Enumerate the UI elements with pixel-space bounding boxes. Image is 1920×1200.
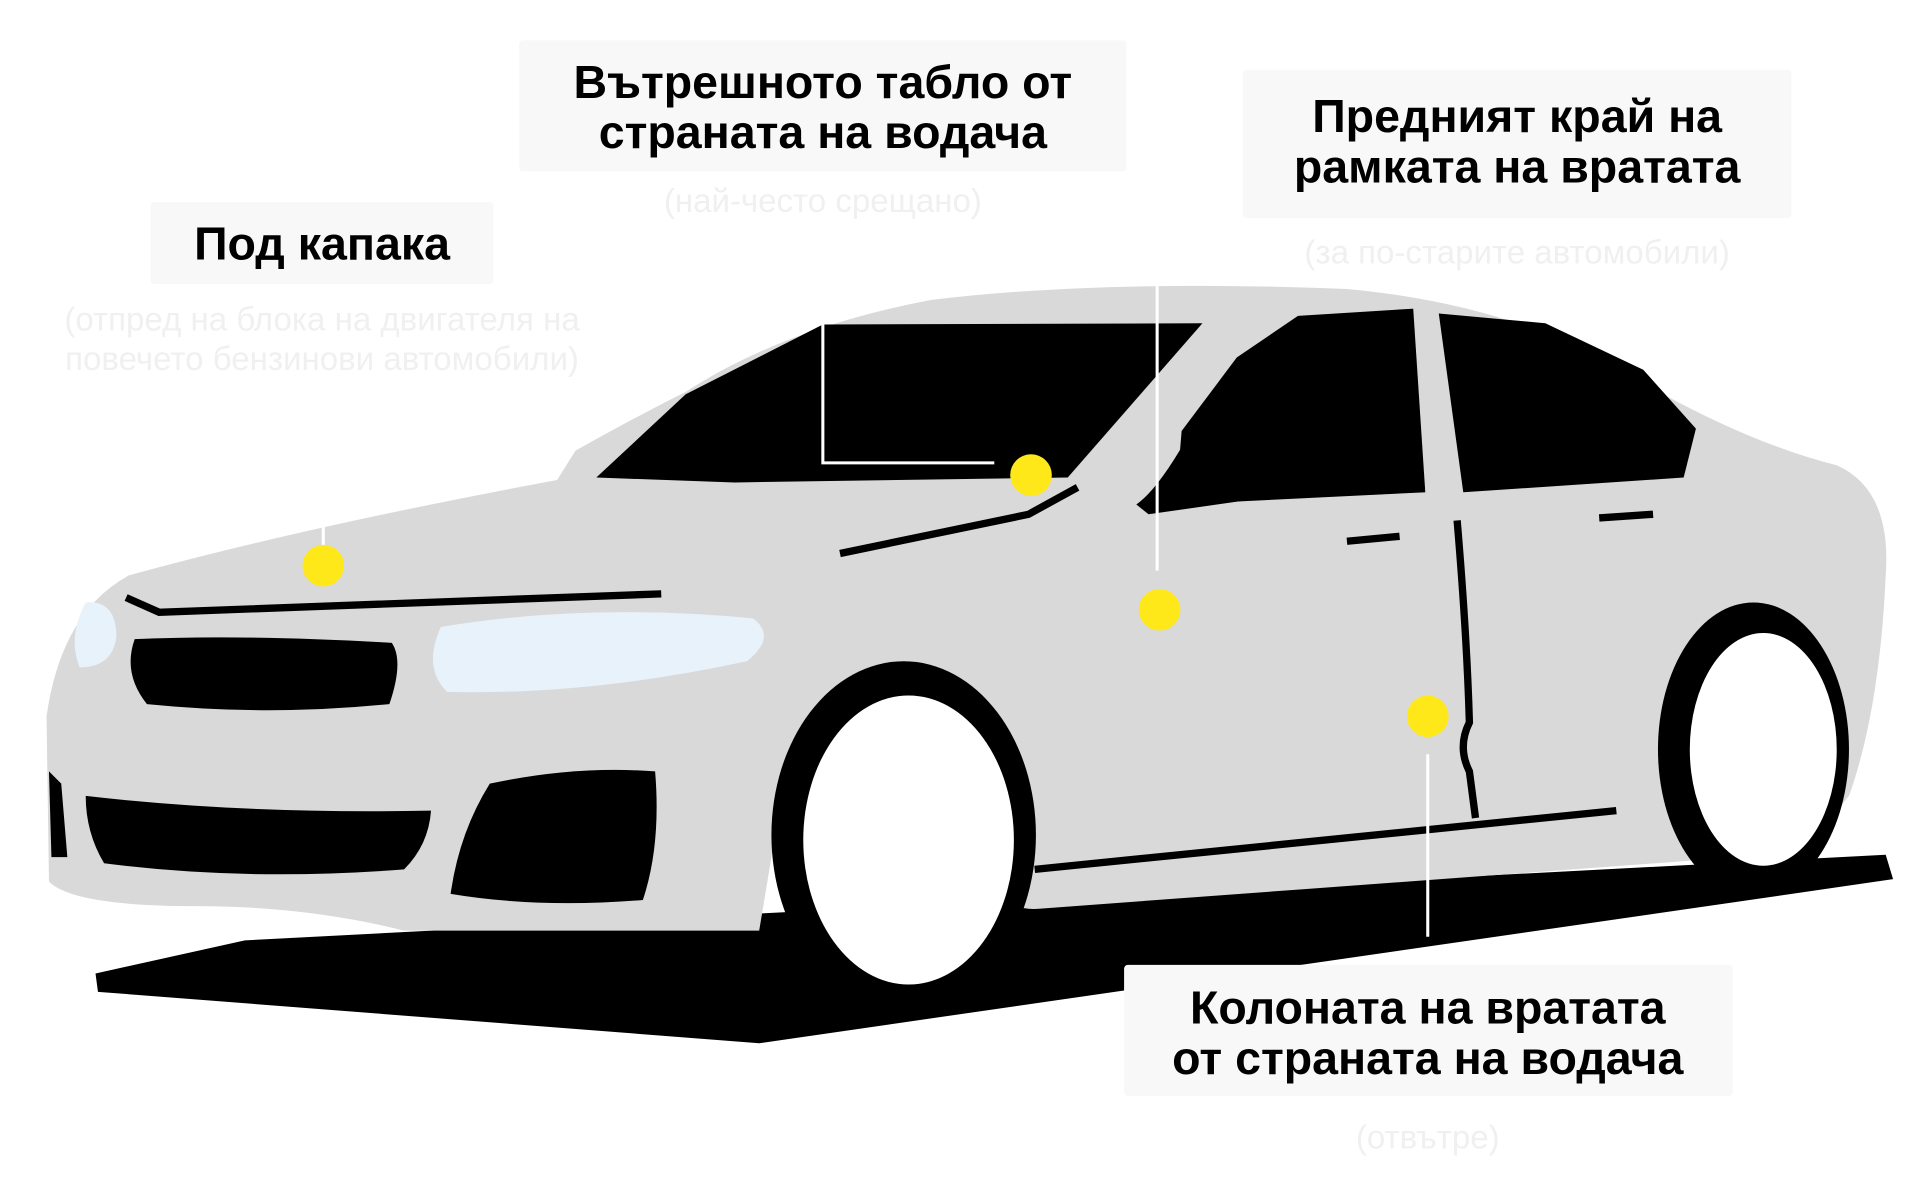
door-seam xyxy=(1453,520,1480,819)
hood-line xyxy=(124,590,662,616)
front-rim xyxy=(803,695,1014,985)
marker-door-pillar[interactable] xyxy=(1406,695,1449,738)
windshield xyxy=(596,323,1203,483)
svg-text:Под капака: Под капака xyxy=(194,218,451,270)
label-under-hood: Под капака (отпред на блока на двигателя… xyxy=(64,202,580,378)
rear-rim xyxy=(1689,633,1837,866)
side-mirror xyxy=(1136,427,1320,515)
note-door-frame: (за по-старите автомобили) xyxy=(1304,234,1729,271)
grille xyxy=(130,637,398,711)
rear-door-handle xyxy=(1598,510,1654,522)
fog-light-intake xyxy=(450,769,657,904)
side-sill xyxy=(1034,806,1617,874)
note-dashboard: (най-често срещано) xyxy=(664,183,982,220)
marker-dashboard[interactable] xyxy=(1010,454,1052,496)
marker-under-hood[interactable] xyxy=(302,544,345,587)
shoulder-line xyxy=(839,484,1080,558)
b-pillar xyxy=(1413,305,1440,493)
note-door-pillar: (отвътре) xyxy=(1356,1120,1500,1157)
marker-door-frame[interactable] xyxy=(1138,588,1181,631)
leader-lines xyxy=(321,279,1430,937)
front-door-handle xyxy=(1346,532,1400,545)
bumper-left xyxy=(48,771,68,858)
side-headlight xyxy=(74,602,117,668)
headlight xyxy=(432,612,764,693)
lower-bumper xyxy=(85,795,432,875)
rear-door-window xyxy=(1438,313,1696,493)
